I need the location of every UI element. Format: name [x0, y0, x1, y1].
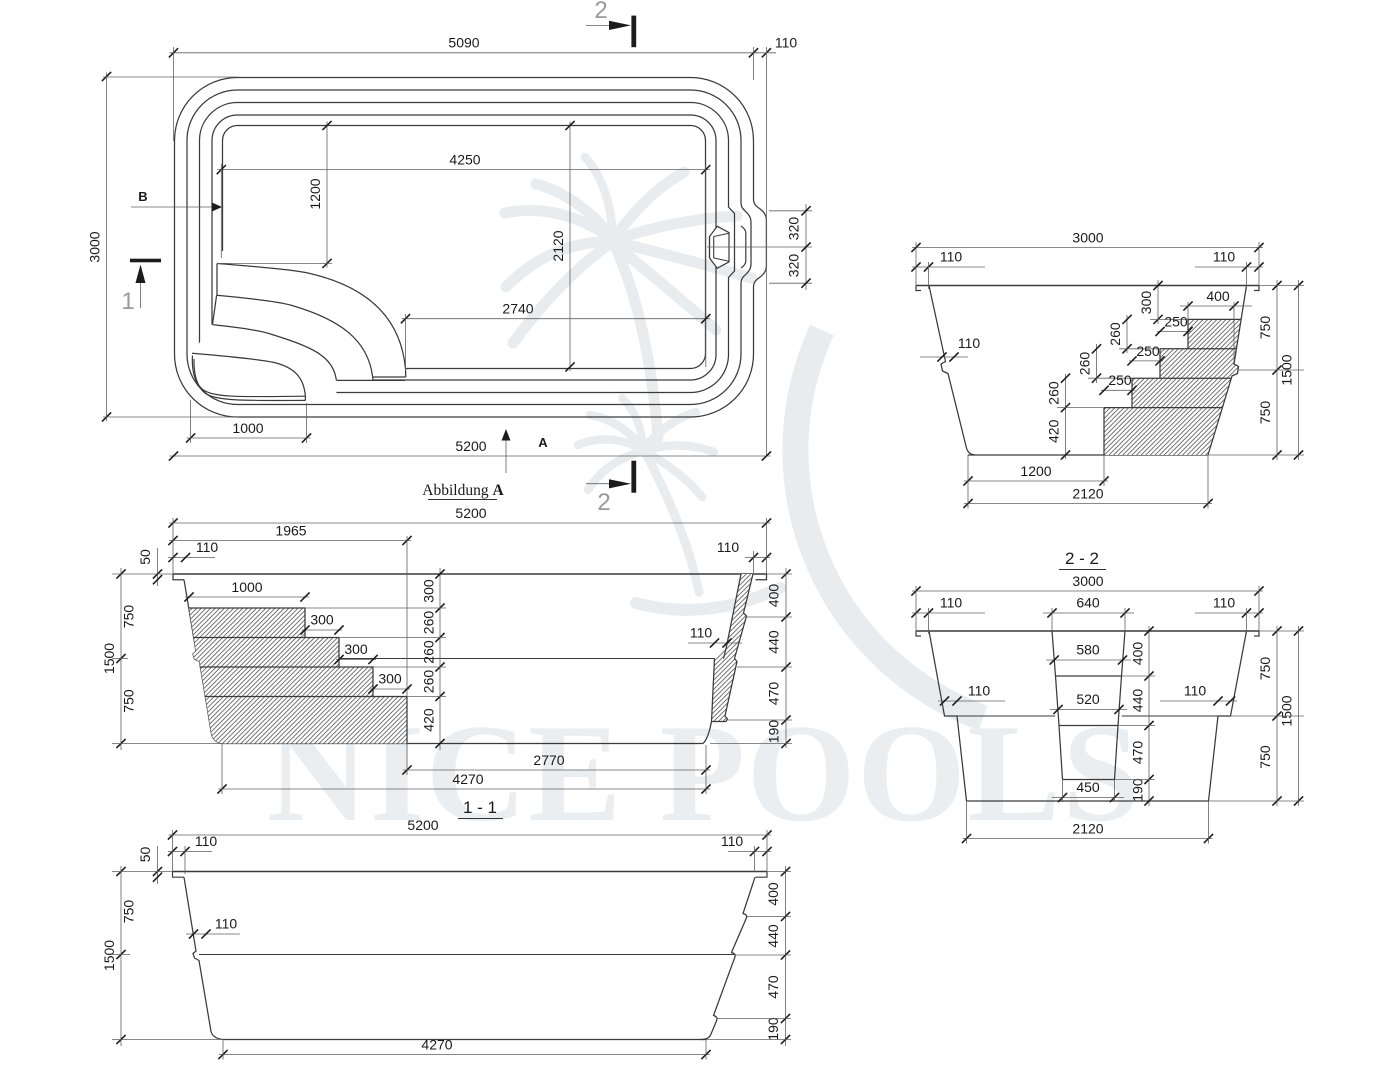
svg-text:750: 750 — [1257, 657, 1273, 681]
svg-text:A: A — [538, 435, 548, 450]
svg-text:520: 520 — [1076, 691, 1100, 707]
svg-text:2 - 2: 2 - 2 — [1065, 549, 1099, 568]
svg-text:5090: 5090 — [448, 34, 479, 50]
svg-text:110: 110 — [958, 335, 981, 351]
svg-text:110: 110 — [940, 249, 963, 265]
svg-text:300: 300 — [1138, 291, 1154, 315]
svg-text:110: 110 — [215, 916, 238, 932]
svg-text:260: 260 — [421, 640, 437, 664]
svg-text:4270: 4270 — [452, 771, 483, 787]
svg-text:750: 750 — [1257, 316, 1273, 340]
svg-text:1 - 1: 1 - 1 — [463, 798, 497, 817]
svg-text:110: 110 — [196, 539, 219, 555]
svg-text:300: 300 — [421, 579, 437, 603]
svg-text:2120: 2120 — [1072, 485, 1103, 501]
svg-text:300: 300 — [378, 670, 402, 686]
svg-text:3000: 3000 — [1072, 573, 1103, 589]
svg-text:5200: 5200 — [407, 817, 438, 833]
svg-text:110: 110 — [195, 833, 218, 849]
svg-text:300: 300 — [344, 641, 368, 657]
svg-text:5200: 5200 — [455, 438, 486, 454]
svg-text:320: 320 — [786, 254, 802, 278]
svg-text:260: 260 — [421, 611, 437, 635]
svg-text:110: 110 — [775, 34, 798, 50]
svg-text:110: 110 — [1213, 595, 1236, 611]
svg-text:250: 250 — [1108, 372, 1132, 388]
svg-text:2740: 2740 — [502, 301, 533, 317]
svg-text:50: 50 — [137, 847, 153, 863]
svg-text:110: 110 — [968, 683, 991, 699]
svg-text:2120: 2120 — [550, 230, 566, 261]
svg-text:4270: 4270 — [421, 1036, 452, 1052]
svg-text:260: 260 — [1046, 381, 1062, 405]
svg-text:640: 640 — [1076, 595, 1100, 611]
svg-text:190: 190 — [1130, 778, 1146, 802]
svg-text:1200: 1200 — [307, 178, 323, 209]
svg-text:750: 750 — [1257, 745, 1273, 769]
svg-text:B: B — [138, 189, 147, 204]
svg-text:Abbildung A: Abbildung A — [422, 482, 504, 499]
svg-text:110: 110 — [717, 539, 740, 555]
svg-text:580: 580 — [1076, 642, 1100, 658]
svg-text:1500: 1500 — [101, 643, 117, 674]
svg-text:1200: 1200 — [1020, 463, 1051, 479]
svg-text:1000: 1000 — [231, 579, 262, 595]
svg-text:260: 260 — [1077, 352, 1093, 376]
svg-text:3000: 3000 — [87, 231, 103, 262]
svg-text:2: 2 — [597, 489, 610, 516]
svg-text:190: 190 — [766, 720, 782, 744]
svg-text:4250: 4250 — [449, 152, 480, 168]
svg-text:2120: 2120 — [1072, 820, 1103, 836]
svg-text:400: 400 — [1206, 288, 1230, 304]
svg-text:1965: 1965 — [275, 522, 306, 538]
svg-text:250: 250 — [1136, 343, 1160, 359]
svg-text:110: 110 — [690, 625, 713, 641]
svg-text:110: 110 — [721, 833, 744, 849]
svg-text:5200: 5200 — [455, 505, 486, 521]
svg-text:750: 750 — [121, 900, 137, 924]
svg-text:420: 420 — [421, 708, 437, 732]
svg-text:400: 400 — [1130, 642, 1146, 666]
svg-text:400: 400 — [766, 584, 782, 608]
svg-text:440: 440 — [766, 630, 782, 654]
svg-text:1500: 1500 — [1279, 695, 1295, 726]
svg-text:420: 420 — [1046, 419, 1062, 443]
svg-text:260: 260 — [1107, 322, 1123, 346]
svg-text:470: 470 — [1130, 741, 1146, 765]
svg-text:440: 440 — [1130, 689, 1146, 713]
svg-text:400: 400 — [765, 882, 781, 906]
svg-text:1000: 1000 — [232, 420, 263, 436]
svg-text:110: 110 — [940, 595, 963, 611]
svg-text:300: 300 — [310, 611, 334, 627]
svg-text:110: 110 — [1213, 249, 1236, 265]
svg-text:2: 2 — [594, 0, 607, 24]
svg-text:470: 470 — [766, 682, 782, 706]
svg-text:750: 750 — [121, 605, 137, 629]
svg-text:190: 190 — [765, 1017, 781, 1041]
svg-text:110: 110 — [1184, 683, 1207, 699]
svg-text:3000: 3000 — [1072, 229, 1103, 245]
svg-text:450: 450 — [1076, 779, 1100, 795]
svg-text:1500: 1500 — [101, 940, 117, 971]
svg-text:750: 750 — [1257, 401, 1273, 425]
svg-text:50: 50 — [137, 549, 153, 565]
svg-text:250: 250 — [1164, 313, 1188, 329]
svg-text:440: 440 — [765, 924, 781, 948]
svg-text:750: 750 — [121, 689, 137, 713]
svg-text:260: 260 — [421, 670, 437, 694]
svg-text:470: 470 — [765, 975, 781, 999]
svg-text:2770: 2770 — [533, 752, 564, 768]
svg-text:1: 1 — [121, 288, 134, 315]
svg-text:320: 320 — [786, 217, 802, 241]
